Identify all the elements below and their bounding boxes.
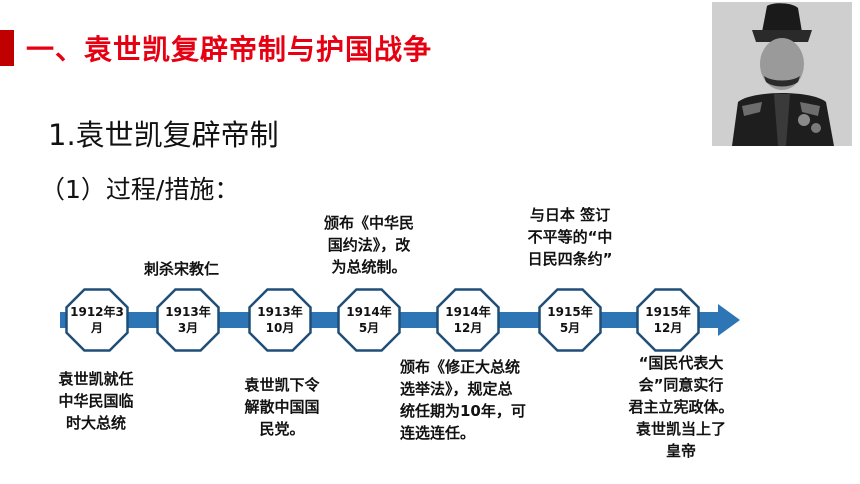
timeline-node-year: 1913年 bbox=[165, 305, 211, 319]
event-1914-12: 颁布《修正大总统 选举法》，规定总 统任期为10年，可 连选连任。 bbox=[400, 358, 526, 442]
timeline-node-year: 1915年 bbox=[547, 305, 593, 319]
sub-title: （1）过程/措施： bbox=[40, 175, 240, 204]
timeline-node-month: 12月 bbox=[453, 321, 483, 335]
portrait-illustration bbox=[712, 2, 852, 146]
timeline-node-label: 1913年 3月 bbox=[161, 304, 215, 336]
timeline-node-label: 1915年 12月 bbox=[641, 304, 695, 336]
timeline-node-label: 1913年 10月 bbox=[253, 304, 307, 336]
timeline-node-month: 5月 bbox=[358, 321, 380, 335]
event-1913-03: 刺杀宋教仁 bbox=[144, 260, 220, 278]
timeline-node-month: 月 bbox=[90, 321, 103, 335]
timeline-node-month: 10月 bbox=[265, 321, 295, 335]
timeline-node-label: 1912年3 月 bbox=[70, 304, 124, 336]
timeline-node-shape bbox=[156, 288, 220, 352]
timeline-node-month: 5月 bbox=[559, 321, 581, 335]
portrait-photo bbox=[712, 2, 852, 146]
event-1913-10: 袁世凯下令 解散中国国 民党。 bbox=[244, 376, 320, 438]
timeline-node-shape bbox=[538, 288, 602, 352]
event-1915-05: 与日本 签订 不平等的“中 日民四条约” bbox=[527, 206, 613, 268]
timeline-node-shape bbox=[337, 288, 401, 352]
section-title: 1.袁世凯复辟帝制 bbox=[48, 118, 279, 152]
timeline-node-shape bbox=[65, 288, 129, 352]
timeline-node-year: 1914年 bbox=[346, 305, 392, 319]
timeline-node-label: 1915年 5月 bbox=[543, 304, 597, 336]
timeline-node-month: 3月 bbox=[177, 321, 199, 335]
timeline-node-year: 1915年 bbox=[645, 305, 691, 319]
event-1915-12: “国民代表大 会”同意实行 君主立宪政体。 袁世凯当上了 皇帝 bbox=[628, 354, 734, 460]
timeline-node-month: 12月 bbox=[653, 321, 683, 335]
timeline-node-shape bbox=[436, 288, 500, 352]
main-title: 一、袁世凯复辟帝制与护国战争 bbox=[26, 33, 433, 66]
timeline-node-shape bbox=[248, 288, 312, 352]
timeline-node-label: 1914年 5月 bbox=[342, 304, 396, 336]
timeline-node-year: 1913年 bbox=[257, 305, 303, 319]
timeline-node-year: 1912年3 bbox=[70, 305, 124, 319]
title-accent-bar bbox=[0, 30, 14, 66]
timeline-node-year: 1914年 bbox=[445, 305, 491, 319]
timeline-node-shape bbox=[636, 288, 700, 352]
event-1912-03: 袁世凯就任 中华民国临 时大总统 bbox=[58, 370, 134, 432]
timeline-node-label: 1914年 12月 bbox=[441, 304, 495, 336]
event-1914-05: 颁布《中华民 国约法》，改 为总统制。 bbox=[323, 214, 414, 276]
